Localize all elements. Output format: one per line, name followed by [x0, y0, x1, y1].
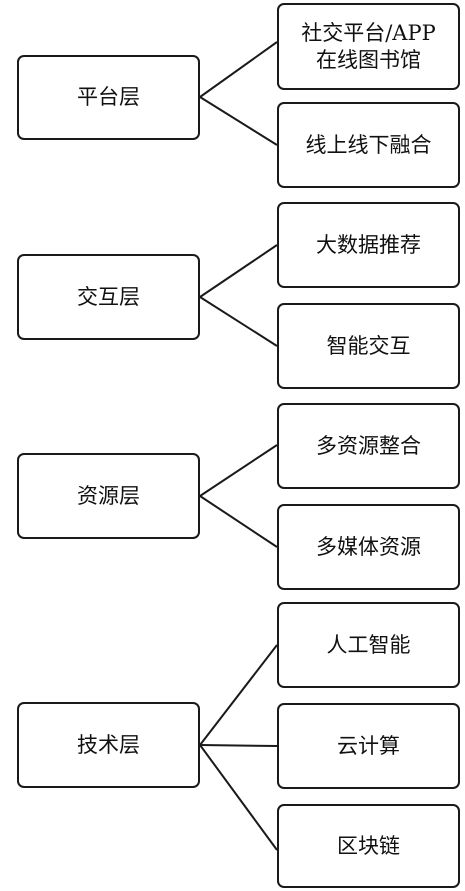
connector-resource-integration — [199, 444, 278, 497]
node-smart-interaction: 智能交互 — [277, 303, 460, 389]
connector-tech-ai — [199, 644, 278, 746]
node-label: 人工智能 — [326, 632, 411, 657]
node-label: 云计算 — [337, 733, 400, 758]
node-label: 区块链 — [337, 833, 400, 858]
node-label: 智能交互 — [326, 333, 411, 358]
node-label: 大数据推荐 — [316, 232, 421, 257]
node-multi-resource-integration: 多资源整合 — [277, 403, 460, 489]
node-big-data-recommendation: 大数据推荐 — [277, 202, 460, 288]
node-multimedia-resource: 多媒体资源 — [277, 504, 460, 590]
node-label: 线上线下融合 — [305, 132, 432, 157]
connector-tech-blockchain — [199, 744, 278, 851]
node-blockchain: 区块链 — [277, 804, 460, 888]
connector-interaction-smart — [199, 296, 278, 347]
connector-platform-social — [199, 41, 278, 98]
layer-box-interaction: 交互层 — [17, 254, 200, 340]
layer-label: 技术层 — [77, 732, 140, 757]
layer-box-platform: 平台层 — [17, 55, 200, 140]
node-label: 多媒体资源 — [316, 534, 421, 559]
node-social-platform-library: 社交平台/APP 在线图书馆 — [277, 3, 460, 90]
node-label-line: 社交平台/APP — [301, 21, 436, 46]
layer-label: 平台层 — [77, 85, 140, 110]
layer-label: 交互层 — [77, 284, 140, 309]
node-label: 多资源整合 — [316, 433, 421, 458]
layer-label: 资源层 — [77, 483, 140, 508]
node-cloud-computing: 云计算 — [277, 703, 460, 789]
node-label-line: 在线图书馆 — [316, 47, 421, 72]
node-artificial-intelligence: 人工智能 — [277, 602, 460, 688]
connector-tech-cloud — [199, 744, 278, 747]
layer-box-resource: 资源层 — [17, 453, 200, 539]
connector-platform-online-offline — [199, 96, 278, 146]
layer-box-technology: 技术层 — [17, 702, 200, 788]
connector-interaction-bigdata — [199, 244, 278, 298]
connector-resource-multimedia — [199, 495, 278, 548]
node-online-offline: 线上线下融合 — [277, 102, 460, 188]
